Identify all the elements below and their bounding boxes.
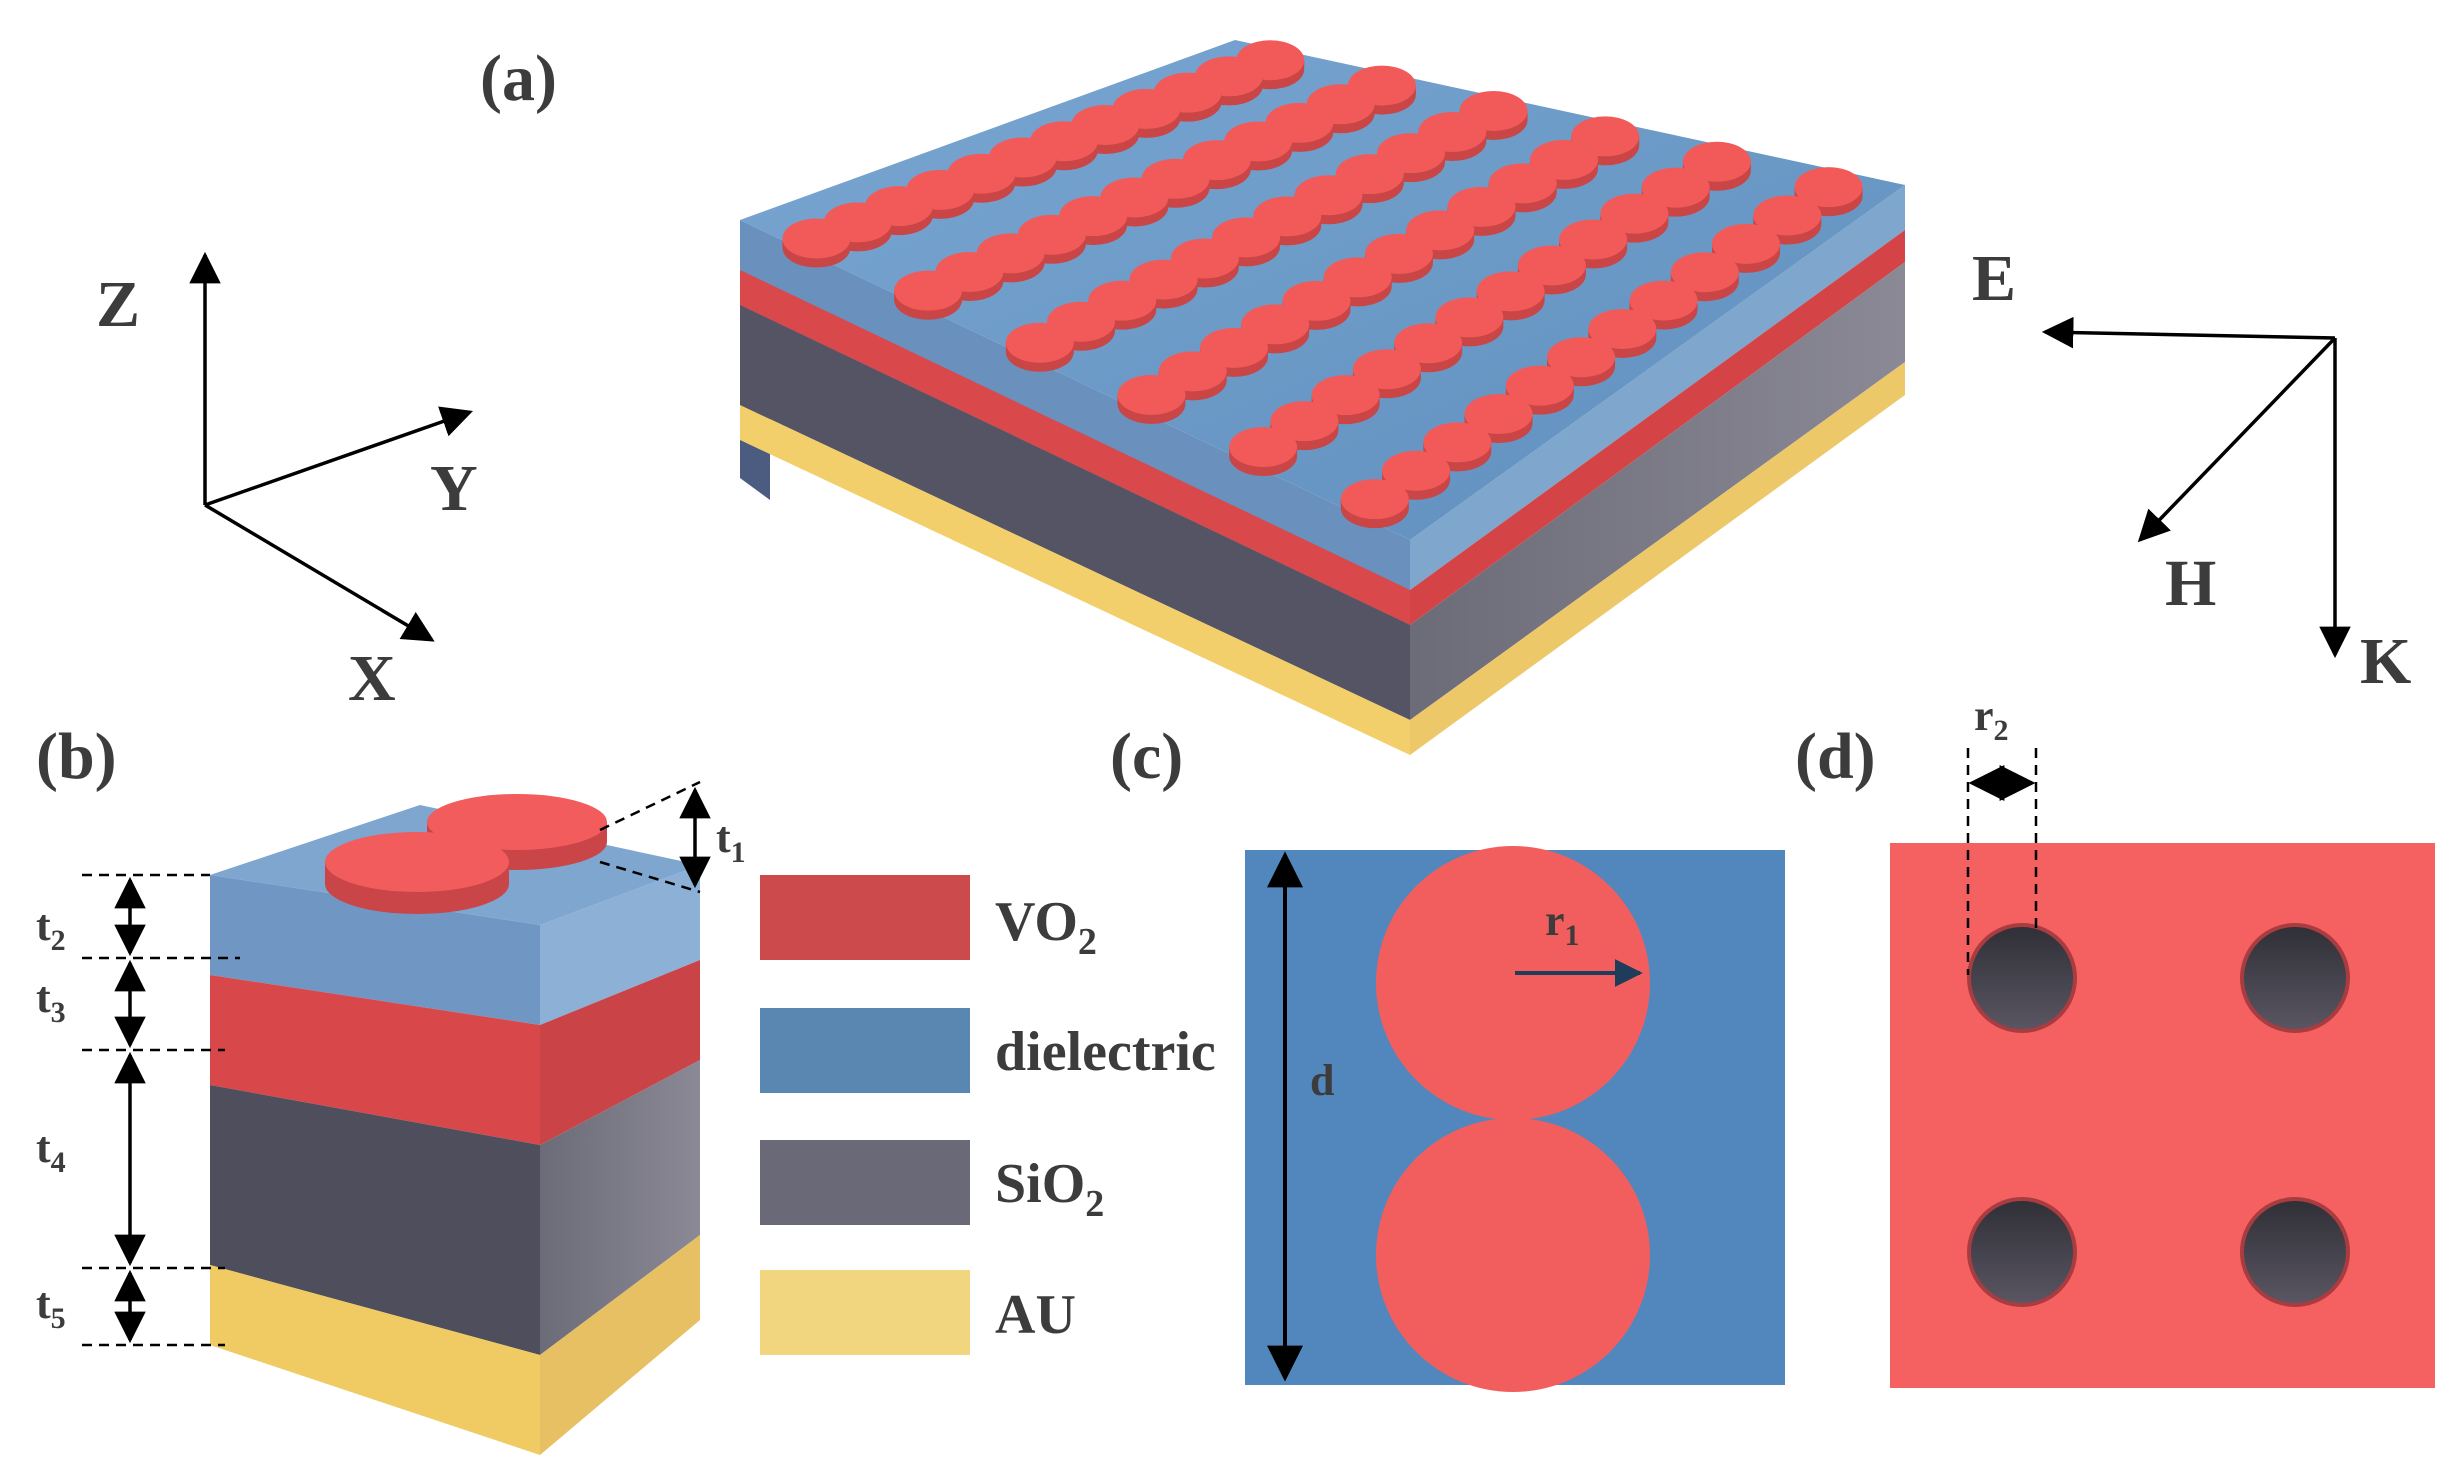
e-field-label: E [1972, 242, 2016, 315]
h-field-arrow [2137, 336, 2337, 543]
coordinate-axes: Z Y X [96, 251, 478, 715]
panel-label-c: (c) [1110, 720, 1183, 793]
d-label: d [1310, 1056, 1334, 1105]
legend-swatch-vo2 [760, 875, 970, 960]
panel-label-a: (a) [480, 42, 557, 115]
x-axis-label: X [348, 642, 396, 715]
cell-right-dielectric [540, 865, 700, 1025]
x-axis-arrow [204, 503, 435, 642]
right-vo2-layer [1410, 230, 1905, 625]
y-axis-label: Y [430, 452, 478, 525]
vo2-disk-bottom [1376, 1118, 1650, 1392]
air-hole-bottom-right [2240, 1197, 2350, 1307]
vo2-disk [1229, 427, 1298, 477]
vo2-disk [1382, 450, 1451, 500]
t3-label: t3 [36, 973, 66, 1029]
legend-label-dielectric: dielectric [995, 1021, 1216, 1083]
h-field-label: H [2165, 547, 2216, 620]
cell-right-gold [540, 1235, 700, 1455]
vo2-disk [1005, 322, 1074, 372]
r1-label: r1 [1545, 896, 1580, 952]
vo2-disk [894, 270, 963, 320]
metasurface-block [740, 40, 1905, 755]
air-hole-top-right [2240, 923, 2350, 1033]
vo2-disk-top [1376, 846, 1650, 1120]
panel-label-d: (d) [1795, 720, 1876, 793]
material-legend: VO2 dielectric SiO2 AU [760, 875, 1216, 1355]
air-hole-top-left [1967, 923, 2077, 1033]
right-sio2-layer [1410, 262, 1905, 720]
k-vector-label: K [2360, 625, 2411, 698]
top-view-holes: r2 [1890, 691, 2435, 1388]
t2-label: t2 [36, 901, 66, 957]
air-hole-bottom-left [1967, 1197, 2077, 1307]
thickness-annotations: t2 t3 t4 t5 t1 [36, 780, 746, 1347]
legend-swatch-dielectric [760, 1008, 970, 1093]
legend-label-au: AU [995, 1284, 1076, 1346]
front-vo2-layer [740, 270, 1410, 625]
field-vectors: E H K [1972, 242, 2411, 698]
front-gold-layer [740, 405, 1410, 755]
vo2-disk-array [782, 40, 1863, 529]
legend-label-sio2: SiO2 [995, 1153, 1104, 1225]
vo2-disk [1340, 479, 1409, 529]
cell-right-sio2 [540, 1060, 700, 1355]
vo2-disk [782, 218, 851, 268]
vo2-disk [1117, 374, 1186, 424]
e-field-arrow [2041, 316, 2336, 349]
legend-swatch-au [760, 1270, 970, 1355]
cell-front-vo2 [210, 975, 540, 1145]
cell-vo2-disk-front [325, 832, 509, 914]
top-view-disks: r1 d [1245, 846, 1785, 1392]
legend-swatch-sio2 [760, 1140, 970, 1225]
panel-label-b: (b) [36, 720, 117, 793]
cell-front-gold [210, 1265, 540, 1455]
z-axis-label: Z [96, 268, 140, 341]
cell-right-vo2 [540, 960, 700, 1145]
vo2-film-background [1890, 843, 2435, 1388]
t1-label: t1 [716, 813, 746, 869]
front-sio2-layer [740, 305, 1410, 720]
unit-cell [210, 794, 700, 1455]
t4-label: t4 [36, 1123, 66, 1179]
right-gold-layer [1410, 362, 1905, 755]
y-axis-arrow [204, 406, 473, 507]
right-top-dielectric [1410, 185, 1905, 590]
legend-label-vo2: VO2 [995, 891, 1097, 963]
t5-label: t5 [36, 1279, 66, 1335]
r2-label: r2 [1974, 691, 2009, 747]
